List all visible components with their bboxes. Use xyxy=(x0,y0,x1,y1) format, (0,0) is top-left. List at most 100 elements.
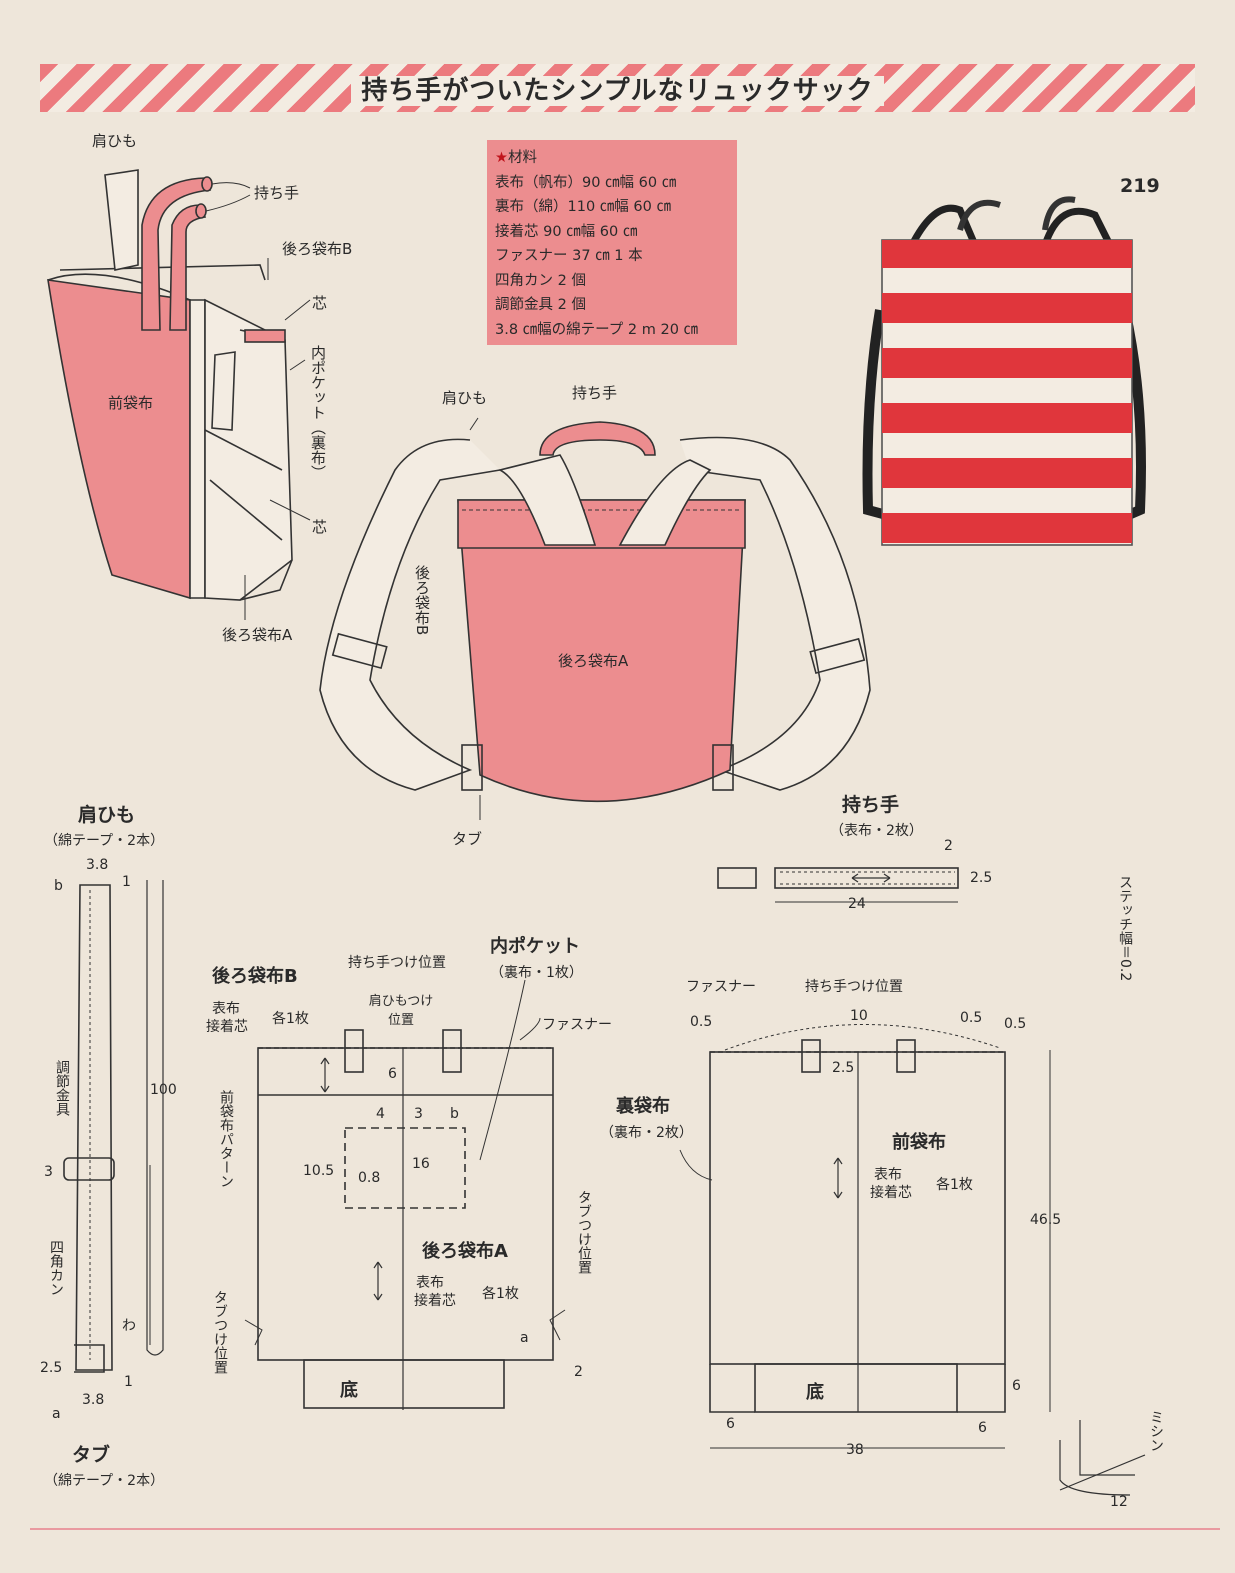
strap-length: 100 xyxy=(150,1082,177,1098)
label-back-a-2: 後ろ袋布A xyxy=(558,652,629,670)
front-title: 前袋布 xyxy=(892,1132,946,1153)
materials-box: ★材料 表布（帆布）90 ㎝幅 60 ㎝ 裏布（綿）110 ㎝幅 60 ㎝ 接着… xyxy=(487,140,737,345)
page-title: 持ち手がついたシンプルなリュックサック xyxy=(351,76,884,106)
dim-0-5-b: 0.5 xyxy=(960,1010,983,1026)
dim-six-right: 6 xyxy=(1012,1378,1021,1394)
front-pattern-label: 前袋布パターン xyxy=(218,1090,234,1188)
back-bottom-label: 底 xyxy=(340,1380,358,1401)
handle-width: 2.5 xyxy=(970,870,993,886)
material-item: ファスナー 37 ㎝ 1 本 xyxy=(495,248,643,264)
footer-divider xyxy=(30,1528,1220,1530)
label-shoulder-strap: 肩ひも xyxy=(92,132,138,150)
label-core-2: 芯 xyxy=(312,518,328,536)
tab-pattern-title: タブ xyxy=(72,1444,111,1466)
pocket-margin: 0.8 xyxy=(358,1170,381,1186)
front-bottom-label: 底 xyxy=(806,1382,824,1403)
strap-2-5: 2.5 xyxy=(40,1360,63,1376)
label-back-a: 後ろ袋布A xyxy=(222,626,293,644)
page-number: 219 xyxy=(1120,175,1160,197)
label-core: 芯 xyxy=(312,294,328,312)
zipper-label: ファスナー xyxy=(542,1017,612,1033)
back-b-count: 各1枚 xyxy=(272,1011,309,1027)
strap-width-top: 3.8 xyxy=(86,857,109,873)
strap-fold-wa: わ xyxy=(122,1318,136,1334)
back-b-spec-1: 表布 xyxy=(212,1001,240,1017)
label-front-panel: 前袋布 xyxy=(108,394,154,412)
strap-one-top: 1 xyxy=(122,874,131,890)
materials-heading: 材料 xyxy=(508,150,537,166)
cutaway-bag-illustration xyxy=(47,169,311,620)
dim-0-5-c: 0.5 xyxy=(1004,1016,1027,1032)
pocket-width: 16 xyxy=(412,1156,430,1172)
star-icon: ★ xyxy=(495,150,508,166)
dim-six: 6 xyxy=(388,1066,397,1082)
material-item: 表布（帆布）90 ㎝幅 60 ㎝ xyxy=(495,174,677,191)
tab-pattern-subtitle: （綿テープ・2本） xyxy=(44,1473,165,1489)
handle-attach-pos: 持ち手つけ位置 xyxy=(348,955,446,971)
inner-pocket-subtitle: （裏布・1枚） xyxy=(490,965,583,981)
material-item: 四角カン 2 個 xyxy=(495,272,586,289)
handle-length: 24 xyxy=(848,896,866,912)
dim-six-corner: 6 xyxy=(978,1420,987,1436)
back-b-spec-2: 接着芯 xyxy=(206,1019,248,1035)
strap-width-bottom: 3.8 xyxy=(82,1392,105,1408)
strap-pattern-subtitle: （綿テープ・2本） xyxy=(44,833,165,849)
back-panel-pattern xyxy=(244,979,566,1410)
front-spec-2: 接着芯 xyxy=(870,1185,912,1201)
front-height: 46.5 xyxy=(1030,1212,1062,1228)
handle-pattern-title: 持ち手 xyxy=(842,794,900,816)
strap-mark-b: b xyxy=(54,878,63,894)
label-back-b: 後ろ袋布B xyxy=(282,240,353,258)
label-handle-2: 持ち手 xyxy=(572,384,618,402)
label-machine-stitch: ミシン xyxy=(1148,1410,1164,1452)
striped-bag-photo xyxy=(862,196,1146,546)
front-width: 38 xyxy=(846,1442,864,1458)
label-shoulder-strap-2: 肩ひも xyxy=(442,389,488,407)
strap-one-bottom: 1 xyxy=(124,1374,133,1390)
material-item: 裏布（綿）110 ㎝幅 60 ㎝ xyxy=(495,199,671,215)
strap-attach-pos: 肩ひもつけ位置 xyxy=(368,994,434,1028)
back-a-spec-2: 接着芯 xyxy=(414,1293,456,1309)
dim-2-5: 2.5 xyxy=(832,1060,855,1076)
lining-title: 裏袋布 xyxy=(616,1096,670,1117)
strap-mark-a: a xyxy=(52,1406,61,1422)
front-count: 各1枚 xyxy=(936,1177,973,1193)
label-adjuster: 調節金具 xyxy=(54,1060,70,1116)
label-square-ring: 四角カン xyxy=(48,1240,64,1296)
handle-two: 2 xyxy=(944,838,953,854)
material-item: 調節金具 2 個 xyxy=(495,297,586,313)
label-inner-pocket: 内ポケット（裏布） xyxy=(309,345,327,480)
back-b-title: 後ろ袋布B xyxy=(212,966,298,987)
material-item: 接着芯 90 ㎝幅 60 ㎝ xyxy=(495,223,638,240)
strap-three: 3 xyxy=(44,1164,53,1180)
handle-attach-pos-2: 持ち手つけ位置 xyxy=(805,979,903,995)
dim-0-5-a: 0.5 xyxy=(690,1014,713,1030)
material-item: 3.8 ㎝幅の綿テープ 2 m 20 ㎝ xyxy=(495,321,699,338)
label-tab: タブ xyxy=(452,830,483,848)
dim-twelve: 12 xyxy=(1110,1494,1128,1510)
zipper-label-2: ファスナー xyxy=(686,979,756,995)
label-back-b-2: 後ろ袋布B xyxy=(413,565,431,636)
dim-six-left: 6 xyxy=(726,1416,735,1432)
shoulder-strap-pattern xyxy=(63,880,164,1373)
mark-b: b xyxy=(450,1106,459,1122)
handle-pattern-subtitle: （表布・2枚） xyxy=(830,823,923,839)
mark-a: a xyxy=(520,1330,529,1346)
back-a-spec-1: 表布 xyxy=(416,1275,444,1291)
back-a-title: 後ろ袋布A xyxy=(422,1241,508,1262)
back-view-illustration xyxy=(319,417,871,820)
dim-three: 3 xyxy=(414,1106,423,1122)
tab-pos-right: タブつけ位置 xyxy=(576,1190,592,1274)
handle-pattern xyxy=(717,867,959,903)
front-panel-pattern xyxy=(679,1024,1146,1496)
lining-subtitle: （裏布・2枚） xyxy=(600,1125,693,1141)
dim-four: 4 xyxy=(376,1106,385,1122)
front-spec-1: 表布 xyxy=(874,1167,902,1183)
inner-pocket-title: 内ポケット xyxy=(490,936,580,957)
dim-10: 10 xyxy=(850,1008,868,1024)
stitch-width-note: ステッチ幅＝0.2 xyxy=(1117,875,1133,982)
dim-two: 2 xyxy=(574,1364,583,1380)
tab-pos-left: タブつけ位置 xyxy=(212,1290,228,1374)
back-a-count: 各1枚 xyxy=(482,1286,519,1302)
